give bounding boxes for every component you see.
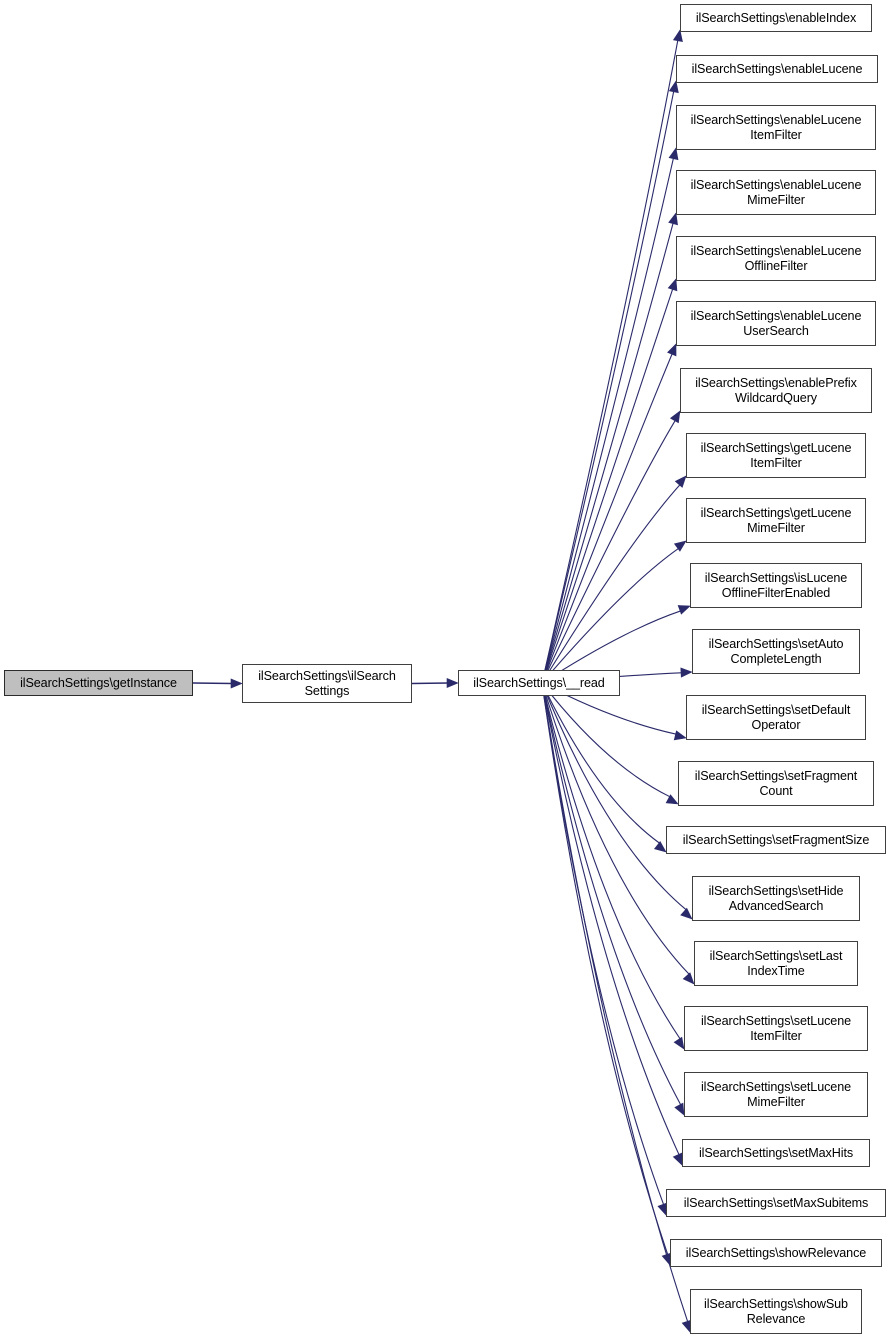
graph-node-ilsearchsettings-enableindex[interactable]: ilSearchSettings\enableIndex: [680, 4, 872, 32]
graph-node-ilsearchsettings-enablelucene-usersearch[interactable]: ilSearchSettings\enableLucene UserSearch: [676, 301, 876, 346]
graph-edge: [541, 682, 669, 1255]
graph-node-current-getinstance[interactable]: ilSearchSettings\getInstance: [4, 670, 193, 696]
graph-node-ilsearchsettings-enableprefix-wildcardquery[interactable]: ilSearchSettings\enablePrefix WildcardQu…: [680, 368, 872, 413]
graph-node-ilsearchsettings-enablelucene-mimefilter[interactable]: ilSearchSettings\enableLucene MimeFilter: [676, 170, 876, 215]
graph-edge: [541, 40, 679, 684]
graph-node-ilsearchsettings-sethide-advancedsearch[interactable]: ilSearchSettings\setHide AdvancedSearch: [692, 876, 860, 921]
graph-edge: [541, 682, 687, 911]
graph-node-read[interactable]: ilSearchSettings\__read: [458, 670, 620, 696]
graph-edge: [541, 682, 681, 1040]
graph-edge-arrowhead: [668, 80, 679, 94]
graph-node-ilsearchsettings-setauto-completelength[interactable]: ilSearchSettings\setAuto CompleteLength: [692, 629, 860, 674]
graph-edge-arrowhead: [446, 677, 459, 689]
graph-edge: [541, 354, 673, 684]
graph-edge-arrowhead: [677, 605, 691, 615]
graph-edge-arrowhead: [672, 29, 683, 43]
graph-node-ilsearchsettings-enablelucene-itemfilter[interactable]: ilSearchSettings\enableLucene ItemFilter: [676, 105, 876, 150]
graph-edge-arrowhead: [682, 972, 695, 985]
graph-edge: [541, 420, 676, 684]
graph-edge: [541, 682, 689, 1322]
graph-node-ilsearchsettings-constructor[interactable]: ilSearchSettings\ilSearch Settings: [242, 664, 412, 703]
graph-edge: [541, 223, 674, 684]
graph-edge-arrowhead: [669, 410, 681, 424]
graph-node-ilsearchsettings-setfragment-count[interactable]: ilSearchSettings\setFragment Count: [678, 761, 874, 806]
graph-edge: [541, 548, 679, 684]
graph-edge-arrowhead: [674, 475, 687, 488]
graph-edge-arrowhead: [680, 907, 693, 920]
graph-node-ilsearchsettings-setfragmentsize[interactable]: ilSearchSettings\setFragmentSize: [666, 826, 886, 854]
graph-edge: [541, 91, 675, 684]
graph-edge-arrowhead: [673, 730, 687, 741]
graph-edge-arrowhead: [667, 343, 677, 357]
graph-edge: [541, 682, 671, 798]
graph-node-ilsearchsettings-setlucene-mimefilter[interactable]: ilSearchSettings\setLucene MimeFilter: [684, 1072, 868, 1117]
graph-edge: [541, 289, 674, 684]
graph-node-ilsearchsettings-setmaxhits[interactable]: ilSearchSettings\setMaxHits: [682, 1139, 870, 1167]
graph-node-ilsearchsettings-setdefault-operator[interactable]: ilSearchSettings\setDefault Operator: [686, 695, 866, 740]
graph-edge: [411, 682, 449, 685]
graph-node-ilsearchsettings-showrelevance[interactable]: ilSearchSettings\showRelevance: [670, 1239, 882, 1267]
graph-node-ilsearchsettings-setlast-indextime[interactable]: ilSearchSettings\setLast IndexTime: [694, 941, 858, 986]
graph-node-ilsearchsettings-enablelucene-offlinefilter[interactable]: ilSearchSettings\enableLucene OfflineFil…: [676, 236, 876, 281]
graph-node-ilsearchsettings-getlucene-mimefilter[interactable]: ilSearchSettings\getLucene MimeFilter: [686, 498, 866, 543]
graph-edge-arrowhead: [665, 794, 679, 805]
graph-edge-arrowhead: [672, 1152, 683, 1166]
graph-edge-arrowhead: [230, 678, 243, 689]
graph-node-ilsearchsettings-islucene-offlinefilterenabled[interactable]: ilSearchSettings\isLucene OfflineFilterE…: [690, 563, 862, 608]
graph-edge-arrowhead: [673, 1036, 685, 1050]
graph-edge: [541, 682, 682, 1105]
graph-edge-arrowhead: [668, 147, 679, 161]
graph-edge-arrowhead: [680, 667, 693, 678]
graph-edge: [541, 682, 690, 975]
graph-node-ilsearchsettings-setmaxsubitems[interactable]: ilSearchSettings\setMaxSubitems: [666, 1189, 886, 1217]
graph-node-ilsearchsettings-getlucene-itemfilter[interactable]: ilSearchSettings\getLucene ItemFilter: [686, 433, 866, 478]
graph-edge: [192, 682, 233, 685]
graph-edge-arrowhead: [653, 841, 667, 853]
graph-edge-arrowhead: [667, 278, 678, 292]
graph-node-ilsearchsettings-showsub-relevance[interactable]: ilSearchSettings\showSub Relevance: [690, 1289, 862, 1334]
graph-edge-arrowhead: [674, 1102, 685, 1116]
graph-edge-arrowhead: [673, 540, 687, 552]
graph-edge: [541, 682, 680, 1155]
graph-edge: [541, 484, 681, 684]
graph-edge-arrowhead: [668, 212, 678, 226]
graph-node-ilsearchsettings-enablelucene[interactable]: ilSearchSettings\enableLucene: [676, 55, 878, 83]
graph-edge: [541, 158, 674, 684]
graph-node-ilsearchsettings-setlucene-itemfilter[interactable]: ilSearchSettings\setLucene ItemFilter: [684, 1006, 868, 1051]
graph-edge: [541, 682, 660, 844]
